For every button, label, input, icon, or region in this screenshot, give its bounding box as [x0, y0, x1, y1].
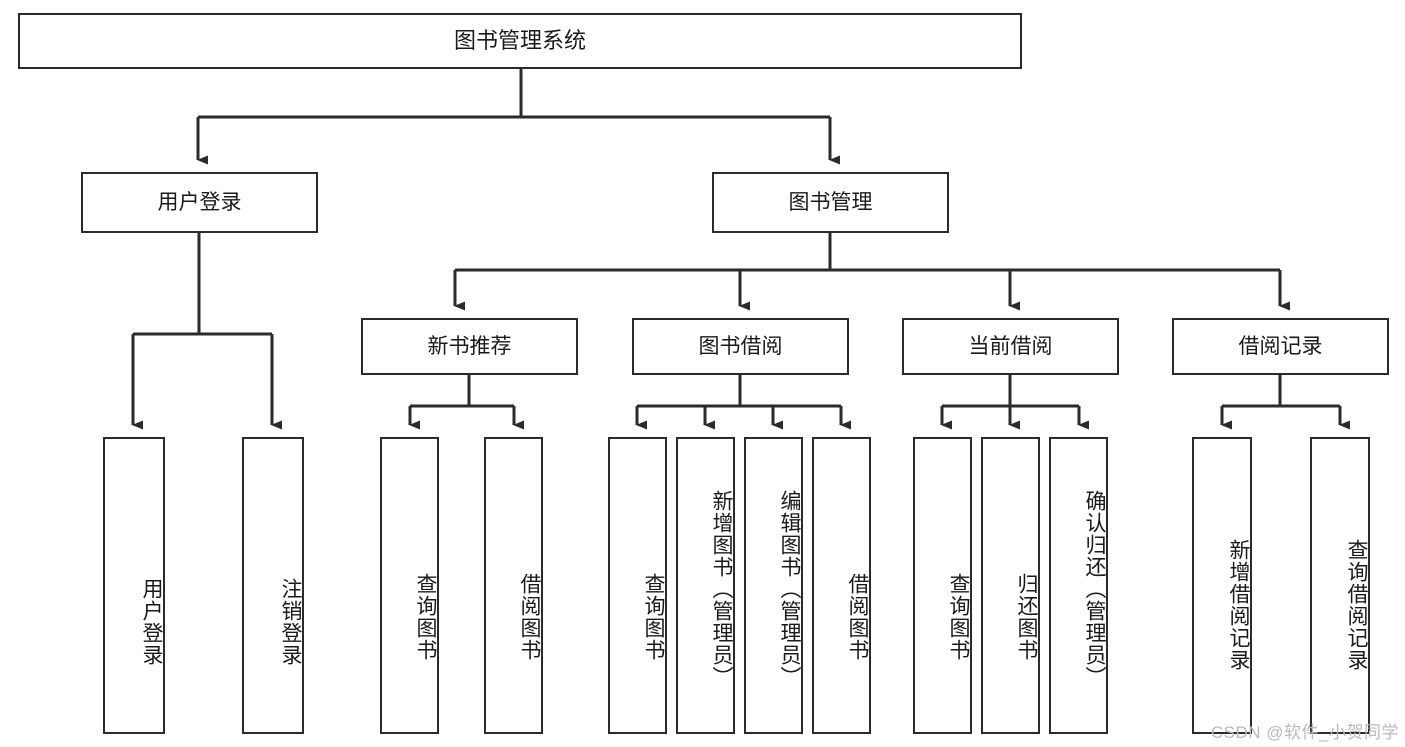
leaf-query-borrow-record-label: 查询借阅记录: [1345, 538, 1368, 671]
node-book-management[interactable]: 图书管理: [712, 172, 949, 233]
leaf-query-book-newbook[interactable]: 查询图书: [380, 437, 439, 734]
leaf-user-login-label: 用户登录: [140, 577, 163, 666]
leaf-logout-label: 注销登录: [279, 577, 302, 666]
leaf-confirm-return-admin[interactable]: 确认归还（管理员）: [1049, 437, 1108, 734]
leaf-query-book-borrow-label: 查询图书: [642, 572, 665, 661]
leaf-borrow-book-borrow-label: 借阅图书: [846, 572, 869, 661]
leaf-borrow-book-borrow[interactable]: 借阅图书: [812, 437, 871, 734]
node-new-book-recommend[interactable]: 新书推荐: [361, 318, 578, 375]
node-book-management-label: 图书管理: [788, 190, 873, 214]
node-user-login-label: 用户登录: [157, 190, 242, 214]
leaf-add-book-admin[interactable]: 新增图书（管理员）: [676, 437, 735, 734]
node-new-book-recommend-label: 新书推荐: [427, 334, 512, 358]
node-user-login[interactable]: 用户登录: [81, 172, 318, 233]
leaf-user-login[interactable]: 用户登录: [103, 437, 165, 734]
node-root-label: 图书管理系统: [453, 27, 586, 53]
leaf-return-book[interactable]: 归还图书: [981, 437, 1040, 734]
leaf-add-borrow-record[interactable]: 新增借阅记录: [1192, 437, 1252, 734]
leaf-query-book-borrow[interactable]: 查询图书: [608, 437, 667, 734]
leaf-borrow-book-newbook[interactable]: 借阅图书: [484, 437, 543, 734]
leaf-return-book-label: 归还图书: [1015, 572, 1038, 661]
leaf-confirm-return-admin-label: 确认归还（管理员）: [1083, 489, 1106, 688]
leaf-add-borrow-record-label: 新增借阅记录: [1227, 538, 1250, 671]
node-book-borrow[interactable]: 图书借阅: [632, 318, 849, 375]
leaf-query-book-newbook-label: 查询图书: [414, 572, 437, 661]
leaf-edit-book-admin-label: 编辑图书（管理员）: [778, 489, 801, 688]
leaf-query-borrow-record[interactable]: 查询借阅记录: [1310, 437, 1370, 734]
leaf-borrow-book-newbook-label: 借阅图书: [518, 572, 541, 661]
leaf-logout[interactable]: 注销登录: [242, 437, 304, 734]
leaf-query-book-current[interactable]: 查询图书: [913, 437, 972, 734]
leaf-add-book-admin-label: 新增图书（管理员）: [710, 489, 733, 688]
node-book-borrow-label: 图书借阅: [698, 334, 783, 358]
leaf-query-book-current-label: 查询图书: [947, 572, 970, 661]
node-root[interactable]: 图书管理系统: [18, 13, 1022, 69]
node-current-borrow[interactable]: 当前借阅: [902, 318, 1119, 375]
leaf-edit-book-admin[interactable]: 编辑图书（管理员）: [744, 437, 803, 734]
node-current-borrow-label: 当前借阅: [968, 334, 1053, 358]
node-borrow-record[interactable]: 借阅记录: [1172, 318, 1389, 375]
node-borrow-record-label: 借阅记录: [1238, 334, 1323, 358]
csdn-watermark: CSDN @软件_小贺同学: [1210, 723, 1399, 742]
